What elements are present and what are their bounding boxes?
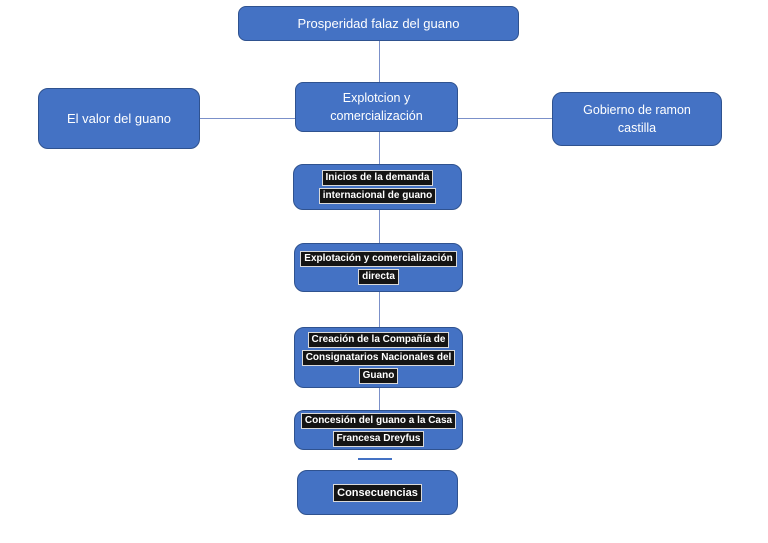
highlighted-label-line1: Explotación y comercialización [300, 250, 457, 267]
connector-center-to-step1 [379, 132, 380, 164]
node-valor-del-guano[interactable]: El valor del guano [38, 88, 200, 149]
node-label-line2: castilla [617, 121, 657, 135]
highlighted-label-line2: directa [358, 268, 399, 285]
highlighted-label-line2: internacional de guano [318, 188, 437, 204]
connector-step2-to-step3 [379, 292, 380, 327]
connector-step1-to-step2 [379, 210, 380, 243]
node-explotacion-directa[interactable]: Explotación y comercialización directa [294, 243, 463, 292]
node-label-line1: Gobierno de ramon [583, 103, 691, 117]
highlighted-label-line1: Concesión del guano a la Casa [300, 413, 457, 429]
connector-step4-to-step5 [358, 458, 392, 460]
highlighted-label-line2: Francesa Dreyfus [332, 431, 425, 447]
node-label-line1: Explotcion y [342, 91, 411, 105]
node-label-line2: comercialización [330, 109, 423, 123]
highlighted-label-line1: Creación de la Compañía de [307, 331, 450, 348]
node-label: El valor del guano [66, 110, 172, 126]
highlighted-label-line1: Inicios de la demanda [321, 170, 434, 186]
highlighted-label: Consecuencias [333, 483, 422, 502]
node-gobierno-ramon-castilla[interactable]: Gobierno de ramon castilla [552, 92, 722, 146]
highlighted-label-line2: Consignatarios Nacionales del [301, 349, 456, 366]
node-explotacion-comercializacion[interactable]: Explotcion y comercialización [295, 82, 458, 132]
connector-left-to-center [200, 118, 295, 119]
connector-root-to-center [379, 41, 380, 82]
node-consecuencias[interactable]: Consecuencias [297, 470, 458, 515]
connector-center-to-right [458, 118, 552, 119]
node-prosperidad-root[interactable]: Prosperidad falaz del guano [238, 6, 519, 41]
node-creacion-compania-consignatarios[interactable]: Creación de la Compañía de Consignatario… [294, 327, 463, 388]
connector-step3-to-step4 [379, 388, 380, 410]
node-inicios-demanda[interactable]: Inicios de la demanda internacional de g… [293, 164, 462, 210]
node-label: Prosperidad falaz del guano [297, 15, 460, 31]
node-concesion-casa-dreyfus[interactable]: Concesión del guano a la Casa Francesa D… [294, 410, 463, 450]
highlighted-label-line3: Guano [358, 367, 399, 384]
